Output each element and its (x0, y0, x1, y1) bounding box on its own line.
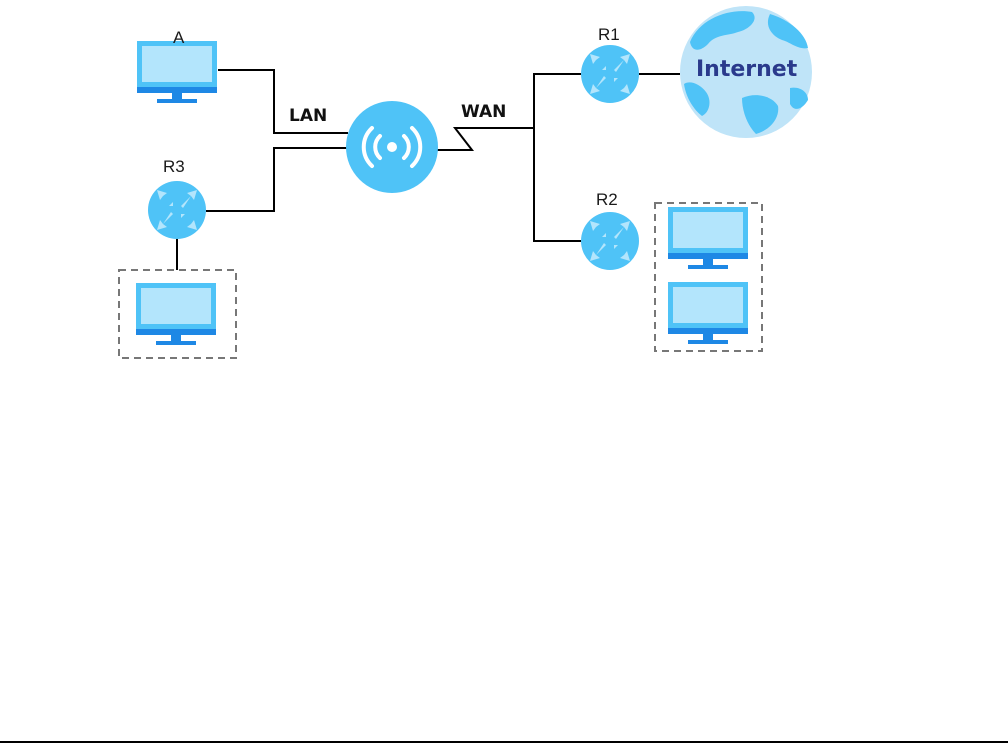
router-r2-label: R2 (596, 190, 618, 209)
monitor-icon (137, 41, 217, 103)
router-r2: R2 (581, 190, 639, 270)
monitor-icon (668, 207, 748, 269)
router-r1: R1 (581, 25, 639, 103)
internet-label: Internet (696, 57, 798, 82)
monitor-icon (136, 283, 216, 345)
router-icon (581, 45, 639, 103)
r3-host-group (119, 270, 236, 358)
router-icon (148, 181, 206, 239)
router-r3: R3 (148, 157, 206, 239)
lan-label: LAN (289, 106, 327, 126)
pc-a: A (137, 28, 217, 103)
router-r3-label: R3 (163, 157, 185, 176)
wan-label: WAN (461, 102, 506, 122)
link-wan (436, 128, 534, 150)
router-r1-label: R1 (598, 25, 620, 44)
router-icon (581, 212, 639, 270)
internet-cloud: Internet (680, 6, 812, 138)
link-wan-r1 (534, 74, 581, 128)
r2-host-group (655, 203, 762, 351)
wireless-gateway (346, 101, 438, 193)
link-a-lan (218, 70, 348, 133)
link-r3-lan (206, 148, 348, 211)
monitor-icon (668, 282, 748, 344)
link-wan-r2 (534, 128, 581, 241)
page-bottom-rule (0, 741, 1008, 743)
pc-a-label: A (173, 28, 185, 47)
